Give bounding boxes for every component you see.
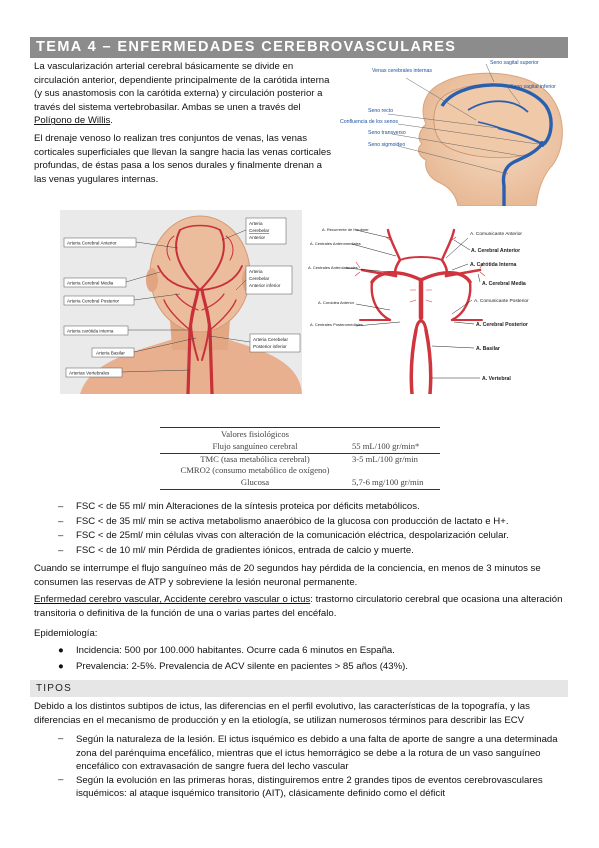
- transverse-sinus: [501, 142, 544, 206]
- intro-text: La vascularización arterial cerebral bás…: [34, 61, 330, 113]
- tipos-heading: TIPOS: [36, 683, 73, 694]
- dash-marker: –: [58, 544, 64, 556]
- willis-left-1: A. Centrales Anteromediales: [310, 241, 361, 246]
- shoulders: [80, 340, 302, 394]
- venous-label-4: Seno sigmoideo: [368, 142, 405, 148]
- intro-paragraph-2: El drenaje venoso lo realizan tres conju…: [34, 133, 332, 185]
- willis-right-3: A. Cerebral Media: [482, 281, 526, 287]
- inferior-sagittal-sinus: [467, 100, 529, 113]
- list-item: –Según la evolución en las primeras hora…: [58, 774, 568, 801]
- arterial-anatomy-figure: Arteria Cerebral Anterior Arteria Cerebr…: [60, 210, 529, 394]
- venous-label-1: Seno recto: [368, 108, 393, 114]
- cerebelar-label-0b: Cerebelar: [249, 228, 270, 233]
- venous-label-3: Seno transverso: [368, 130, 406, 136]
- willis-right-7: A. Vertebral: [482, 376, 511, 382]
- internal-cerebral-veins: [477, 121, 501, 129]
- cerebelar-label-2a: Arteria Cerebelar: [253, 337, 288, 342]
- willis-left-4: A. Centrales Posteromediales: [310, 322, 363, 327]
- artery-label-2: Arteria Cerebral Posterior: [67, 299, 120, 304]
- ecv-definition: Enfermedad cerebro vascular, Accidente c…: [34, 593, 570, 620]
- willis-right-5: A. Cerebral Posterior: [476, 322, 528, 328]
- venous-label-6: Seno sagital inferior: [510, 84, 556, 90]
- cerebelar-label-2b: Posterior inferior: [253, 344, 287, 349]
- list-item-text: Según la naturaleza de la lesión. El ict…: [76, 734, 558, 773]
- venous-drainage-figure: Venas cerebrales internas Seno recto Con…: [340, 60, 563, 206]
- values-label: TMC (tasa metabólica cerebral): [200, 454, 310, 464]
- willis-right-4: A. Comunicante Posterior: [474, 298, 529, 304]
- values-label: CMRO2 (consumo metabólico de oxígeno): [180, 465, 330, 475]
- willis-left-0: A. Recurrente de Heubner: [322, 227, 369, 232]
- list-item: –FSC < de 10 ml/ min Pérdida de gradient…: [58, 545, 568, 560]
- list-item: – Según la naturaleza de la lesión. El ic…: [58, 733, 568, 774]
- venous-label-0: Venas cerebrales internas: [372, 68, 432, 74]
- bullet-marker: ●: [58, 645, 64, 656]
- willis-left-3: A. Coroidea Anterior: [318, 300, 355, 305]
- intro-end: .: [110, 115, 113, 127]
- willis-link[interactable]: Polígono de Willis: [34, 115, 111, 127]
- values-row-3: Glucosa 5,7-6 mg/100 gr/min: [160, 477, 440, 489]
- superior-sagittal-sinus: [440, 83, 553, 146]
- list-item-text: FSC < de 10 ml/ min Pérdida de gradiente…: [76, 544, 414, 556]
- cerebelar-label-1b: Cerebelar: [249, 276, 270, 281]
- venous-label-5: Seno sagital superior: [490, 60, 539, 66]
- artery-label-3: Arteria carótida interna: [67, 329, 114, 334]
- artery-label-4: Arteria Basilar: [96, 351, 125, 356]
- cerebelar-label-0c: Anterior: [249, 235, 266, 240]
- values-title: Valores fisiológicos: [220, 429, 290, 439]
- willis-right-6: A. Basilar: [476, 346, 500, 352]
- values-value: 5,7-6 mg/100 gr/min: [352, 477, 424, 487]
- straight-sinus: [497, 126, 543, 146]
- dash-marker: –: [58, 501, 64, 512]
- venous-label-2: Confluencia de los senos: [340, 119, 398, 125]
- willis-left-2: A. Centrales Anterolaterales: [308, 265, 358, 270]
- cerebelar-label-1a: Arteria: [249, 269, 263, 274]
- tipos-list: –Según la naturaleza de la lesión. El ic…: [58, 733, 568, 801]
- list-item-text: FSC < de 55 ml/ min Alteraciones de la s…: [76, 501, 420, 512]
- values-row-0: Flujo sanguíneo cerebral 55 mL/100 gr/mi…: [160, 441, 440, 453]
- ecv-term: Enfermedad cerebro vascular, Accidente c…: [34, 594, 311, 605]
- willis-right-1: A. Cerebral Anterior: [471, 248, 520, 254]
- list-item: – FSC < de 55 ml/ min Alteraciones de la …: [58, 501, 568, 516]
- list-item-text: Incidencia: 500 por 100.000 habitantes. …: [76, 645, 395, 656]
- values-row-1: TMC (tasa metabólica cerebral) 3-5 mL/10…: [160, 454, 440, 465]
- willis-right-0: A. Comunicante Anterior: [470, 231, 522, 237]
- values-label: Glucosa: [240, 477, 270, 487]
- confluence-dot: [539, 141, 545, 147]
- list-item-text: FSC < de 35 ml/ min se activa metabolism…: [76, 515, 509, 527]
- cerebelar-label-1c: Anterior inferior: [249, 283, 281, 288]
- ecv-text: : trastorno circulatorio cerebral que oc…: [34, 594, 563, 619]
- page-title: TEMA 4 – ENFERMEDADES CEREBROVASCULARES: [36, 39, 457, 55]
- list-item-text: Según la evolución en las primeras horas…: [76, 774, 543, 800]
- artery-label-5: Arterias Vertebrales: [69, 371, 110, 376]
- list-item: – FSC < de 25ml/ min células vivas con al…: [58, 530, 568, 545]
- artery-label-0: Arteria Cerebral Anterior: [67, 241, 117, 246]
- list-item-text: Prevalencia: 2-5%. Prevalencia de ACV si…: [76, 661, 408, 672]
- tipos-section-bar: TIPOS: [30, 680, 568, 697]
- physiological-values-table: Valores fisiológicos Flujo sanguíneo cer…: [160, 427, 440, 490]
- dash-marker: –: [58, 773, 64, 785]
- dash-marker: –: [58, 733, 64, 744]
- willis-right-2: A. Carótida Interna: [470, 262, 517, 268]
- interrupt-paragraph: Cuando se interrumpe el flujo sanguíneo …: [34, 563, 541, 588]
- dash-marker: –: [58, 515, 64, 527]
- list-item-text: FSC < de 25ml/ min células vivas con alt…: [76, 530, 509, 541]
- tipos-intro: Debido a los distintos subtipos de ictus…: [34, 701, 530, 726]
- dash-marker: –: [58, 530, 64, 541]
- fsc-threshold-list: – FSC < de 55 ml/ min Alteraciones de la …: [58, 501, 568, 559]
- values-value: 3-5 mL/100 gr/min: [352, 454, 418, 464]
- artery-label-1: Arteria Cerebral Media: [67, 281, 114, 286]
- intro-paragraph-1: La vascularización arterial cerebral bás…: [34, 60, 332, 128]
- list-item: –FSC < de 35 ml/ min se activa metabolis…: [58, 516, 568, 531]
- values-label: Flujo sanguíneo cerebral: [212, 441, 298, 451]
- bullet-marker: ●: [58, 661, 64, 672]
- head: [149, 215, 251, 333]
- title-bar: TEMA 4 – ENFERMEDADES CEREBROVASCULARES: [30, 37, 568, 58]
- values-value: 55 mL/100 gr/min*: [352, 441, 420, 451]
- values-row-2: CMRO2 (consumo metabólico de oxígeno): [160, 465, 440, 477]
- cerebelar-label-0a: Arteria: [249, 221, 263, 226]
- epidemiology-heading: Epidemiología:: [34, 628, 98, 639]
- values-title-row: Valores fisiológicos: [160, 428, 440, 441]
